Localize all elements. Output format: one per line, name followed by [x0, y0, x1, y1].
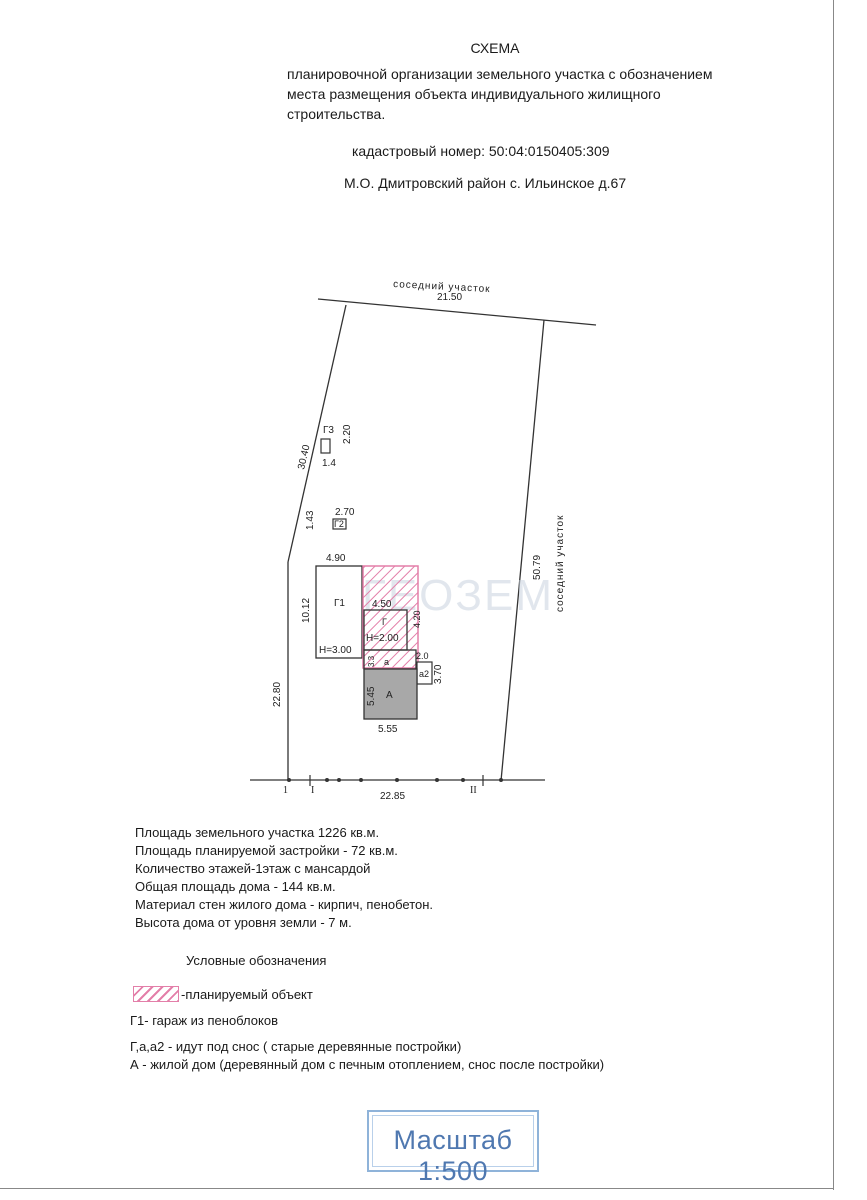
- legend-title: Условные обозначения: [186, 953, 327, 968]
- building-g2: [332, 518, 347, 530]
- address: М.О. Дмитровский район с. Ильинское д.67: [344, 175, 627, 191]
- neighbor-right-label: соседний участок: [555, 515, 566, 613]
- legend-house-label: А - жилой дом (деревянный дом с печным о…: [130, 1057, 605, 1072]
- info-line-4: Общая площадь дома - 144 кв.м.: [135, 879, 336, 894]
- g-dim-h: 4.20: [412, 610, 422, 628]
- survey-point: [499, 778, 503, 782]
- g2-dim-h: 1.43: [305, 510, 316, 530]
- g-label: Г: [382, 617, 387, 627]
- house-label: А: [386, 690, 393, 701]
- header-line-1: планировочной организации земельного уча…: [287, 66, 713, 82]
- point-label-I: I: [311, 785, 314, 796]
- cadastral-number: кадастровый номер: 50:04:0150405:309: [352, 143, 610, 159]
- legend-demolish-label: Г,а,а2 - идут под снос ( старые деревянн…: [130, 1039, 462, 1054]
- g-dim-w: 4.50: [372, 599, 392, 610]
- page-title: СХЕМА: [470, 40, 520, 56]
- a-small-dim-w: 2.0: [416, 651, 429, 661]
- g1-height-note: H=3.00: [319, 645, 352, 656]
- g-height-note: H=2.00: [366, 633, 399, 644]
- header-line-3: строительства.: [287, 106, 386, 122]
- legend-planned-label: -планируемый объект: [181, 987, 313, 1002]
- building-g1: [315, 565, 363, 659]
- building-house-a: [363, 668, 418, 720]
- scale-stamp-text: Масштаб 1:500: [393, 1125, 513, 1186]
- survey-point: [395, 778, 399, 782]
- dim-bottom: 22.85: [380, 791, 405, 802]
- survey-point: [461, 778, 465, 782]
- a-small-label: а: [384, 657, 389, 667]
- g3-label: Г3: [323, 425, 334, 436]
- boundary-top: [317, 298, 597, 326]
- info-line-6: Высота дома от уровня земли - 7 м.: [135, 915, 352, 930]
- g2-dim-w: 2.70: [335, 507, 355, 518]
- legend-g1-label: Г1- гараж из пеноблоков: [130, 1013, 278, 1028]
- legend-planned-swatch: [133, 986, 179, 1002]
- point-label-II: II: [470, 785, 477, 796]
- page-edge-bottom: [0, 1188, 834, 1189]
- dim-right: 50.79: [532, 555, 543, 580]
- info-line-5: Материал стен жилого дома - кирпич, пено…: [135, 897, 434, 912]
- a2-label: а2: [419, 669, 429, 679]
- dim-top: 21.50: [437, 292, 462, 303]
- g3-dim-h: 2.20: [342, 424, 353, 444]
- boundary-left-upper: [287, 304, 347, 563]
- dim-left-lower: 22.80: [272, 682, 283, 707]
- a2-dim-h: 3.70: [433, 664, 444, 684]
- survey-point: [325, 778, 329, 782]
- g1-dim-h: 10.12: [301, 598, 312, 623]
- header-line-2: места размещения объекта индивидуального…: [287, 86, 661, 102]
- boundary-right: [500, 319, 545, 782]
- scale-stamp: Масштаб 1:500: [367, 1110, 539, 1186]
- planned-object: [362, 565, 419, 669]
- house-dim-h: 5.45: [366, 686, 377, 706]
- info-line-2: Площадь планируемой застройки - 72 кв.м.: [135, 843, 398, 858]
- info-line-1: Площадь земельного участка 1226 кв.м.: [135, 825, 380, 840]
- survey-point: [359, 778, 363, 782]
- neighbor-top-label: соседний участок: [393, 279, 491, 295]
- g3-dim-w: 1.4: [322, 458, 336, 469]
- survey-point: [337, 778, 341, 782]
- g1-label: Г1: [334, 598, 345, 609]
- building-g3: [320, 438, 331, 454]
- page-edge-right: [833, 0, 834, 1190]
- house-dim-w: 5.55: [378, 724, 398, 735]
- g1-dim-w: 4.90: [326, 553, 346, 564]
- info-line-3: Количество этажей-1этаж с мансардой: [135, 861, 371, 876]
- survey-point: [435, 778, 439, 782]
- survey-point: [287, 778, 291, 782]
- point-label-1: 1: [283, 785, 288, 796]
- a-small-dim-h: 3.3: [367, 655, 376, 667]
- g2-label: Г2: [334, 519, 344, 529]
